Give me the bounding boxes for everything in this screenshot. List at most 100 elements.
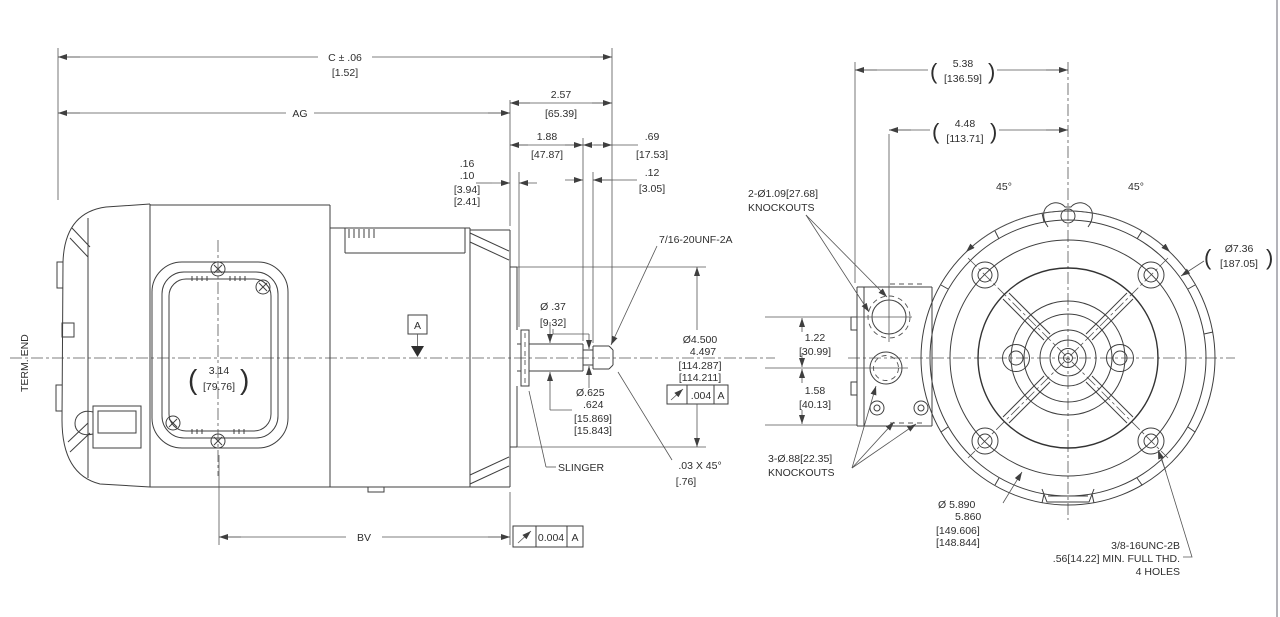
dim-69: .69 [17.53] xyxy=(583,131,668,161)
dim-ag-label: AG xyxy=(292,108,307,120)
dim-69-mm: [17.53] xyxy=(636,149,668,161)
dimensions-end: ( 5.38 [136.59] ) ( 4.48 [113.71] ) xyxy=(748,58,1273,578)
dim-69-in: .69 xyxy=(645,131,660,143)
conduit-loop xyxy=(74,410,94,436)
paren-open: ( xyxy=(188,364,198,395)
terminal-box-cover xyxy=(151,261,289,449)
dim-625-mm1: [15.869] xyxy=(574,413,612,425)
conduit-box-side xyxy=(92,405,142,449)
dim-448-mm: [113.71] xyxy=(946,133,983,145)
cover-dim-in: 3.14 xyxy=(209,365,230,377)
bottom-foot xyxy=(1041,488,1095,503)
dim-12-in: .12 xyxy=(645,167,660,179)
paren-open: ( xyxy=(930,59,938,84)
dim-face-mm2: [148.844] xyxy=(936,537,980,549)
foot-pad xyxy=(367,486,385,493)
dim-448: ( 4.48 [113.71] ) xyxy=(888,118,1068,342)
dim-188-in: 1.88 xyxy=(537,131,558,143)
cover-dim-mm: [79.76] xyxy=(203,381,235,393)
dim-bv-label: BV xyxy=(357,532,371,544)
dim-538-in: 5.38 xyxy=(953,58,974,70)
paren-close: ) xyxy=(988,59,995,84)
dim-188-mm: [47.87] xyxy=(531,149,563,161)
paren-open: ( xyxy=(932,119,940,144)
paren-open: ( xyxy=(1204,245,1212,270)
slinger-callout: SLINGER xyxy=(528,390,605,474)
feature-control-frame-pilot: .004 A xyxy=(666,384,729,405)
conduit-box-end xyxy=(850,283,933,427)
knockouts-top-line1: 2-Ø1.09[27.68] xyxy=(748,188,818,200)
dim-241: [2.41] xyxy=(454,196,480,208)
datum-label: A xyxy=(414,320,421,332)
dim-625-in1: Ø.625 xyxy=(576,387,605,399)
dim-16: .16 xyxy=(460,158,475,170)
chamfer-in: .03 X 45° xyxy=(678,460,721,472)
fcf-bv-datum: A xyxy=(571,532,578,544)
dim-pilot-in2: 4.497 xyxy=(690,346,716,358)
datum-triangle-icon xyxy=(411,346,424,357)
diagonal-centerline xyxy=(967,257,1169,459)
term-end-label: TERM. END xyxy=(19,334,31,392)
dim-pilot-in1: Ø4.500 xyxy=(683,334,718,346)
knockouts-bottom-line2: KNOCKOUTS xyxy=(768,467,835,479)
fcf-pilot-tol: .004 xyxy=(691,390,712,402)
dim-158-mm: [40.13] xyxy=(799,399,831,411)
dim-face-in1: Ø 5.890 xyxy=(938,499,976,511)
cover-reference-dim: ( 3.14 [79.76] ) xyxy=(188,364,249,395)
dim-shaft: Ø.625 .624 [15.869] [15.843] xyxy=(547,322,612,437)
dim-625-in2: .624 xyxy=(583,399,604,411)
dim-pilot: Ø4.500 4.497 [114.287] [114.211] .004 A xyxy=(666,267,729,447)
paren-close: ) xyxy=(990,119,997,144)
dim-od-in: Ø7.36 xyxy=(1225,243,1254,255)
knockouts-top-callout: 2-Ø1.09[27.68] KNOCKOUTS xyxy=(748,188,888,313)
dim-12: .12 [3.05] xyxy=(565,167,665,195)
runout-symbol-icon xyxy=(670,388,684,401)
bolt-hole xyxy=(1137,427,1165,455)
dim-face-in2: 5.860 xyxy=(955,511,981,523)
angle-dims: 45° 45° xyxy=(965,181,1171,253)
chamfer-callout: .03 X 45° [.76] xyxy=(617,371,722,488)
dim-158-in: 1.58 xyxy=(805,385,826,397)
dim-c-in: C ± .06 xyxy=(328,52,362,64)
dim-122-mm: [30.99] xyxy=(799,346,831,358)
paren-close: ) xyxy=(240,364,249,395)
angle-left-label: 45° xyxy=(996,181,1012,193)
datum-flag: A xyxy=(407,314,428,357)
dim-188: 1.88 [47.87] xyxy=(510,131,583,161)
paren-close: ) xyxy=(1266,245,1273,270)
dim-12-mm: [3.05] xyxy=(639,183,665,195)
knockouts-bottom-callout: 3-Ø.88[22.35] KNOCKOUTS xyxy=(768,385,917,479)
side-boss xyxy=(1106,344,1134,372)
dim-c-mm: [1.52] xyxy=(332,67,358,79)
runout-symbol-icon xyxy=(517,530,532,544)
dim-538: ( 5.38 [136.59] ) xyxy=(854,58,1068,283)
dim-538-mm: [136.59] xyxy=(944,73,982,85)
fcf-pilot-datum: A xyxy=(717,390,724,402)
dim-37-mm: [9.32] xyxy=(540,317,566,329)
pilot-rabbet xyxy=(510,266,518,448)
thread-callout-label: 7/16-20UNF-2A xyxy=(659,234,733,246)
dim-pilot-mm2: [114.211] xyxy=(679,372,721,384)
c-face-flange xyxy=(469,229,511,488)
tapped-holes-line2: .56[14.22] MIN. FULL THD. xyxy=(1053,553,1180,565)
nameplate-band xyxy=(344,228,466,254)
thread-callout: 7/16-20UNF-2A xyxy=(610,234,733,346)
bolt-hole xyxy=(971,261,999,289)
cover-screw xyxy=(165,415,181,431)
feature-control-frame-bv: 0.004 A xyxy=(512,525,584,548)
angle-right-label: 45° xyxy=(1128,181,1144,193)
knockouts-bottom-line1: 3-Ø.88[22.35] xyxy=(768,453,832,465)
dim-shaft-minor: Ø .37 [9.32] xyxy=(540,301,592,388)
dim-10: .10 xyxy=(460,170,475,182)
dim-257-in: 2.57 xyxy=(551,89,572,101)
dim-122-in: 1.22 xyxy=(805,332,826,344)
dim-122-158: 1.22 [30.99] 1.58 [40.13] xyxy=(765,316,912,426)
dim-257: 2.57 [65.39] xyxy=(510,89,612,120)
dim-face: Ø 5.890 5.860 [149.606] [148.844] xyxy=(936,471,1023,549)
shaft-assembly xyxy=(517,329,614,387)
bolt-hole xyxy=(971,427,999,455)
dim-face-mm1: [149.606] xyxy=(936,525,980,537)
motor-outline-end xyxy=(920,202,1216,506)
dim-448-in: 4.48 xyxy=(955,118,976,130)
